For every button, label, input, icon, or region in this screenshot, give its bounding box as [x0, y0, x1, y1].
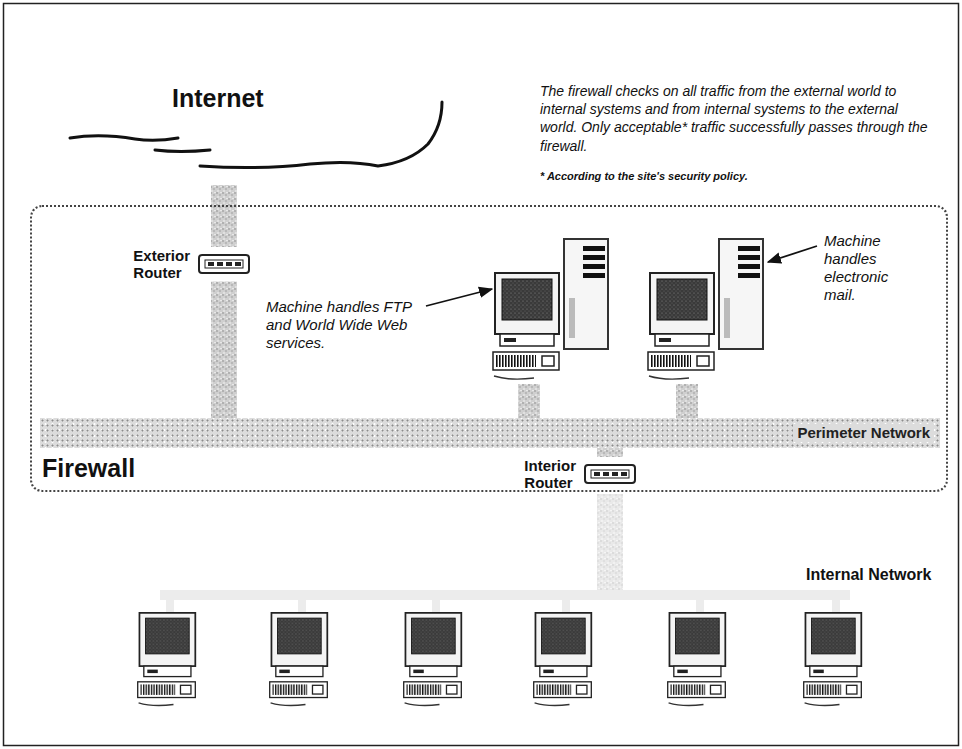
network-label: Internal Network	[806, 566, 931, 584]
node-label: Firewall	[42, 454, 135, 483]
network-wire	[597, 448, 623, 457]
node-label: Internet	[172, 84, 264, 113]
bus-drop	[432, 600, 440, 612]
node-label: Perimeter Network	[793, 424, 934, 441]
internal-bus	[160, 590, 850, 600]
internal-computer	[668, 613, 726, 706]
router-icon	[584, 464, 636, 484]
ftp-web-tower	[564, 239, 608, 349]
footnote: * According to the site's security polic…	[540, 170, 860, 183]
router-panel	[205, 260, 243, 268]
router-port	[226, 262, 232, 266]
firewall-boundary: Firewall Exterior RouterPerimeter Network…	[30, 205, 948, 492]
outer-frame	[4, 4, 959, 746]
router-port	[621, 472, 627, 476]
node-label: Interior Router	[524, 457, 576, 492]
network-wire	[211, 282, 237, 419]
mail-computer	[648, 273, 714, 379]
cloud-stroke	[155, 150, 210, 152]
bus-drop	[166, 600, 174, 612]
internet-cloud: Internet	[60, 78, 450, 185]
network-drop	[518, 384, 540, 418]
internal-computer	[404, 613, 462, 706]
internal-computer	[270, 613, 328, 706]
mail-tower	[719, 239, 763, 349]
router-case	[585, 465, 635, 483]
ftp-web-computer	[493, 273, 559, 379]
bus-drop	[298, 600, 306, 612]
node-label: Exterior Router	[133, 247, 190, 282]
router-panel	[591, 470, 629, 478]
router-port	[594, 472, 600, 476]
bus-drop	[696, 600, 704, 612]
router-case	[199, 255, 249, 273]
router: Exterior Router	[133, 247, 250, 282]
router-port	[208, 262, 214, 266]
internal-computer	[138, 613, 196, 706]
router-port	[603, 472, 609, 476]
router-port	[235, 262, 241, 266]
callout-text: Machine handles electronic mail.	[824, 232, 914, 304]
router-icon	[198, 254, 250, 274]
network-drop	[676, 384, 698, 418]
bus-drop	[832, 600, 840, 612]
bus-drop	[562, 600, 570, 612]
router: Interior Router	[524, 457, 636, 492]
leader-line	[768, 246, 817, 262]
network-wire	[211, 185, 237, 247]
leader-line	[426, 289, 492, 306]
description-note: The firewall checks on all traffic from …	[540, 82, 928, 155]
callout-text: Machine handles FTP and World Wide Web s…	[266, 298, 424, 352]
router-port	[217, 262, 223, 266]
router-port	[612, 472, 618, 476]
internal-computer	[804, 613, 862, 706]
internal-wire	[597, 494, 623, 590]
network-band: Perimeter Network	[40, 418, 940, 448]
internal-computer	[534, 613, 592, 706]
cloud-stroke	[70, 136, 178, 141]
